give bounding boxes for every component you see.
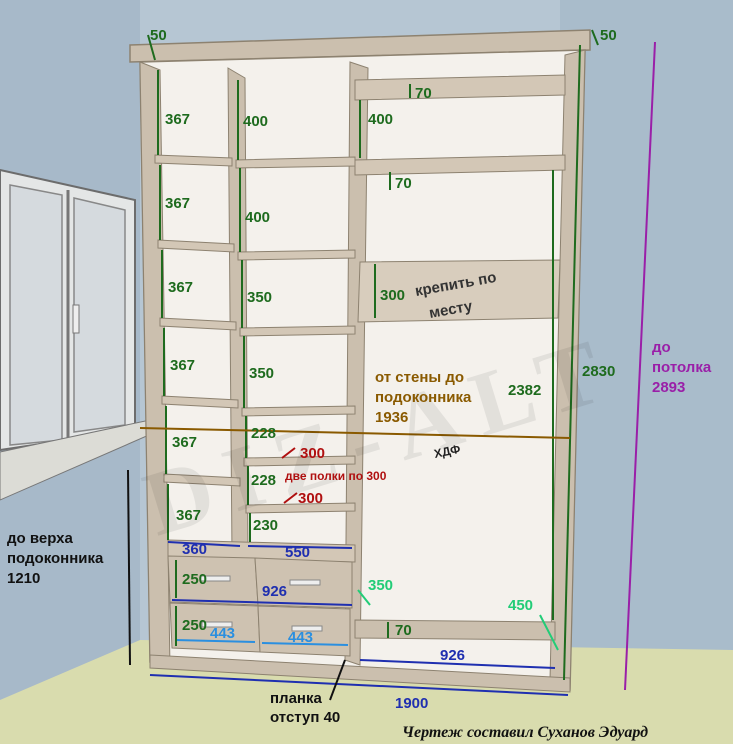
depth-2: 300 [298,490,323,507]
left-shelf-3: 367 [168,279,193,296]
plank-line2: отступ 40 [270,709,340,726]
plank-line1: планка [270,690,322,707]
ceiling-line1: до [652,339,671,356]
width-926-bottom: 926 [440,647,465,664]
right-wall [560,0,733,744]
right-bottom-gap: 70 [395,622,412,639]
right-gap-second: 70 [395,175,412,192]
mid-shelf-5: 228 [251,425,276,442]
width-360: 360 [182,541,207,558]
window [0,168,167,501]
sill-line2: подоконника [375,389,472,406]
depth-450: 450 [508,597,533,614]
dimension-lines [127,29,656,701]
left-shelf-4: 367 [170,357,195,374]
material-label: ХДФ [433,442,462,461]
mid-shelf-4: 350 [249,365,274,382]
height-total: 2830 [582,363,615,380]
left-shelf-5: 367 [172,434,197,451]
mid-shelf-3: 350 [247,289,272,306]
window-value: 1210 [7,570,40,587]
left-shelf-6: 367 [176,507,201,524]
width-443-right: 443 [288,629,313,646]
drawer-height-1: 250 [182,571,207,588]
depth-350: 350 [368,577,393,594]
width-550: 550 [285,544,310,561]
top-thickness-left: 50 [150,27,167,44]
mid-shelf-6: 228 [251,472,276,489]
window-line2: подоконника [7,550,104,567]
left-shelf-1: 367 [165,111,190,128]
sill-line1: от стены до [375,369,464,386]
ceiling-value: 2893 [652,379,685,396]
wardrobe-body [129,29,591,693]
right-gap-top: 70 [415,85,432,102]
author-credit: Чертеж составил Суханов Эдуард [402,724,648,741]
right-shelf-height: 300 [380,287,405,304]
height-inner: 2382 [508,382,541,399]
top-thickness-right: 50 [600,27,617,44]
width-926-drawer: 926 [262,583,287,600]
left-shelf-2: 367 [165,195,190,212]
mid-shelf-2: 400 [245,209,270,226]
right-top-height: 400 [368,111,393,128]
ceiling-line2: потолка [652,359,712,376]
two-shelves-note: две полки по 300 [285,469,387,483]
mid-shelf-7: 230 [253,517,278,534]
depth-1: 300 [300,445,325,462]
mid-shelf-1: 400 [243,113,268,130]
width-443-left: 443 [210,625,235,642]
width-total: 1900 [395,695,428,712]
drawer-height-2: 250 [182,617,207,634]
sill-value: 1936 [375,409,408,426]
window-line1: до верха [7,530,74,547]
